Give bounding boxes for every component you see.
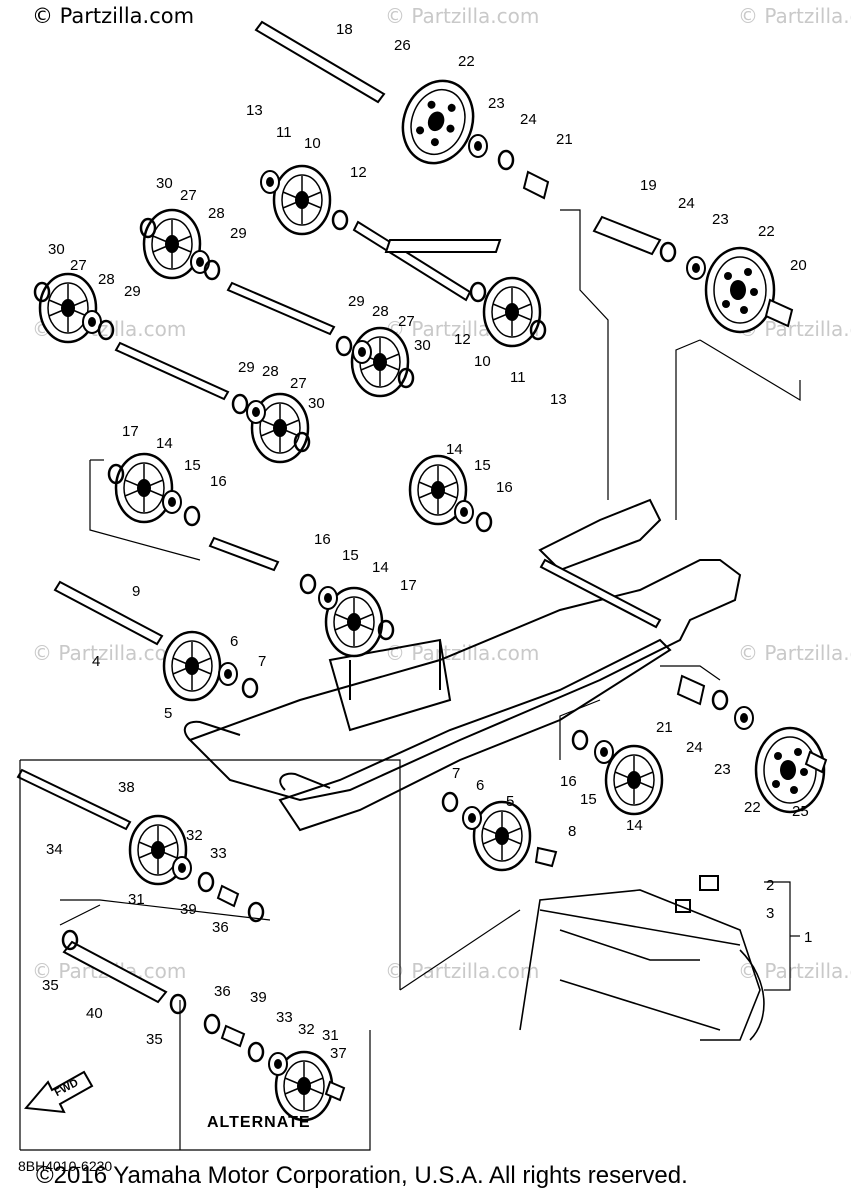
callout-label: 22: [758, 223, 775, 240]
callout-label: 27: [290, 375, 307, 392]
callout-label: 28: [208, 205, 225, 222]
callout-label: 24: [520, 111, 537, 128]
callout-label: 17: [400, 577, 417, 594]
watermark: © Partzilla.com: [32, 641, 187, 665]
idler-wheels: [38, 69, 826, 1122]
alternate-label: ALTERNATE: [207, 1114, 311, 1131]
callout-label: 40: [86, 1005, 103, 1022]
callout-label: 21: [556, 131, 573, 148]
callout-label: 16: [210, 473, 227, 490]
callout-label: 29: [230, 225, 247, 242]
watermark: © Partzilla.com: [32, 4, 195, 28]
bearings-and-clips: [33, 134, 754, 1076]
callout-label: 14: [626, 817, 643, 834]
callout-label: 17: [122, 423, 139, 440]
callout-label: 27: [180, 187, 197, 204]
callout-label: 34: [46, 841, 63, 858]
shafts: [16, 20, 662, 1004]
callout-label: 8: [568, 823, 576, 840]
callout-label: 13: [550, 391, 567, 408]
callout-label: 6: [476, 777, 484, 794]
watermark: © Partzilla.com: [385, 959, 540, 983]
callout-label: 32: [298, 1021, 315, 1038]
callout-label: 4: [92, 653, 100, 670]
callout-label: 30: [156, 175, 173, 192]
callout-label: 21: [656, 719, 673, 736]
callout-label: 30: [48, 241, 65, 258]
forward-arrow-icon: [24, 1070, 94, 1114]
callout-label: 10: [304, 135, 321, 152]
callout-label: 14: [156, 435, 173, 452]
callout-label: 28: [372, 303, 389, 320]
callout-label: 11: [276, 124, 292, 141]
copyright-footer: ©2016 Yamaha Motor Corporation, U.S.A. A…: [36, 1162, 688, 1189]
callout-label: 23: [714, 761, 731, 778]
callout-label: 26: [394, 37, 411, 54]
callout-label: 9: [132, 583, 140, 600]
callout-label: 33: [276, 1009, 293, 1026]
callout-label: 15: [580, 791, 597, 808]
callout-label: 24: [678, 195, 695, 212]
callout-label: 38: [118, 779, 135, 796]
track-belt: [519, 889, 765, 1041]
callout-label: 18: [336, 21, 353, 38]
callout-label: 6: [230, 633, 238, 650]
callout-label: 11: [510, 369, 526, 386]
callout-label: 35: [42, 977, 59, 994]
callout-label: 29: [348, 293, 365, 310]
callout-label: 28: [262, 363, 279, 380]
callout-label: 29: [238, 359, 255, 376]
callout-label: 7: [258, 653, 266, 670]
callout-label: 15: [342, 547, 359, 564]
callout-label: 30: [308, 395, 325, 412]
callout-label: 27: [398, 313, 415, 330]
callout-label: 15: [474, 457, 491, 474]
callout-label: 35: [146, 1031, 163, 1048]
callout-label: 19: [640, 177, 657, 194]
callout-label: 32: [186, 827, 203, 844]
callout-label: 1: [804, 929, 812, 946]
callout-label: 37: [330, 1045, 347, 1062]
callout-label: 10: [474, 353, 491, 370]
callout-label: 31: [322, 1027, 339, 1044]
callout-label: 12: [454, 331, 471, 348]
callout-label: 29: [124, 283, 141, 300]
callout-label: 7: [452, 765, 460, 782]
leader-lines: [19, 209, 801, 1151]
callout-label: 36: [212, 919, 229, 936]
callout-label: 3: [766, 905, 774, 922]
callout-label: 36: [214, 983, 231, 1000]
callout-label: 22: [744, 799, 761, 816]
callout-label: 2: [766, 877, 774, 894]
callout-label: 15: [184, 457, 201, 474]
diagram-code: 8BH4010-6230: [18, 1158, 113, 1174]
callout-label: 14: [372, 559, 389, 576]
callout-label: 14: [446, 441, 463, 458]
callout-label: 30: [414, 337, 431, 354]
callout-label: 5: [164, 705, 172, 722]
callout-label: 16: [314, 531, 331, 548]
watermark: © Partzilla.com: [385, 4, 540, 28]
callout-label: 20: [790, 257, 807, 274]
callout-label: 22: [458, 53, 475, 70]
callout-label: 12: [350, 164, 367, 181]
bushings: [216, 170, 828, 1102]
callout-label: 27: [70, 257, 87, 274]
callout-label: 23: [488, 95, 505, 112]
callout-label: 28: [98, 271, 115, 288]
callout-labels: 18 26 22 13 11 10 23 24 21 12 30 27 28 2…: [42, 21, 812, 1062]
callout-label: 33: [210, 845, 227, 862]
callout-label: 24: [686, 739, 703, 756]
callout-label: 16: [496, 479, 513, 496]
callout-label: 23: [712, 211, 729, 228]
callout-label: 39: [250, 989, 267, 1006]
watermark: © Partzilla.com: [738, 641, 851, 665]
watermark: © Partzilla.com: [738, 4, 851, 28]
callout-label: 13: [246, 102, 263, 119]
callout-label: 16: [560, 773, 577, 790]
